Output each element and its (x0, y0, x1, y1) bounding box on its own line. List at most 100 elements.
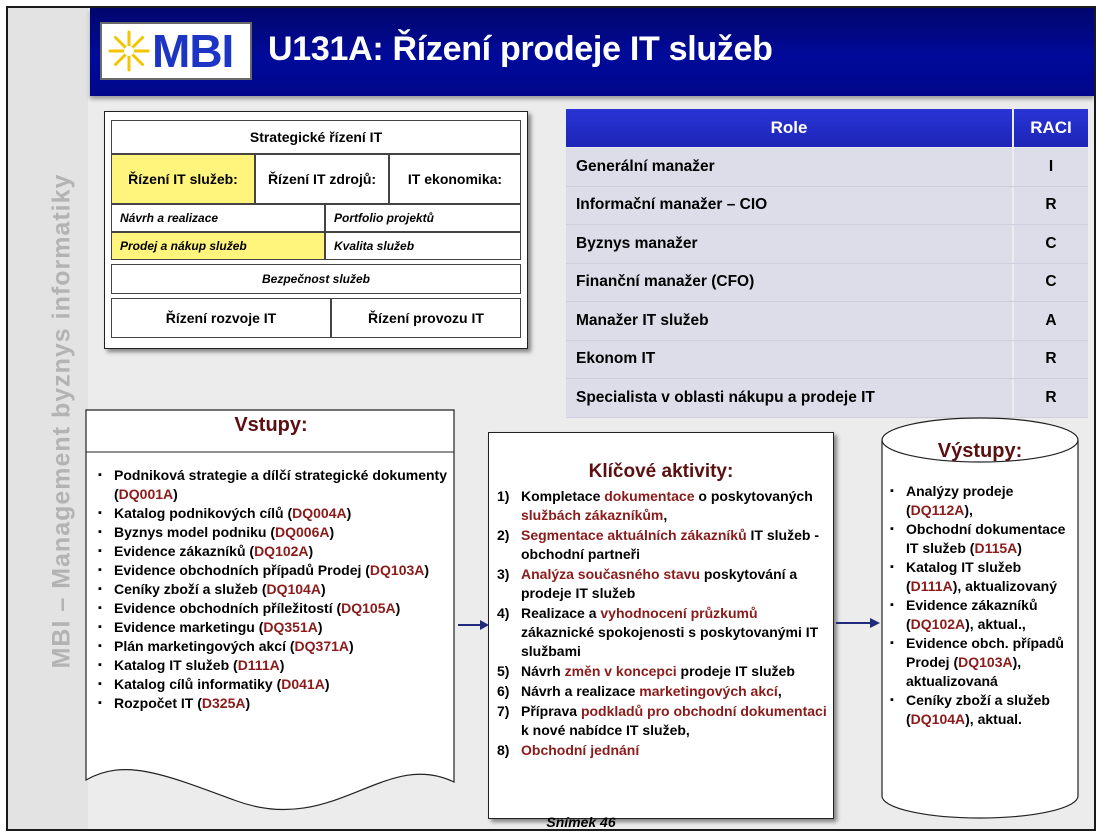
input-text: Rozpočet IT ( (114, 695, 202, 711)
input-end: ) (424, 562, 430, 578)
raci-header-raci: RACI (1014, 109, 1088, 147)
input-text: Ceníky zboží a služeb ( (114, 581, 267, 597)
input-end: ) (395, 600, 401, 616)
input-item: Podniková strategie a dílčí strategické … (98, 466, 448, 504)
activities-title: Klíčové aktivity: (588, 461, 734, 482)
raci-role: Generální manažer (566, 148, 1012, 186)
output-text: Obchodní dokumentace IT služeb ( (906, 521, 1066, 556)
fw-kvalita: Kvalita služeb (325, 232, 521, 260)
raci-header: Role RACI (566, 109, 1088, 147)
output-code: DQ103A (958, 654, 1013, 670)
input-text: Evidence marketingu ( (114, 619, 264, 635)
activity-text: poskytování a prodeje IT služeb (521, 566, 798, 601)
activity-number: 1) (497, 488, 510, 504)
input-end: ) (329, 524, 335, 540)
framework-box: Strategické řízení IT Řízení IT služeb: … (104, 111, 528, 349)
raci-role: Specialista v oblasti nákupu a prodeje I… (566, 379, 1012, 417)
activity-number: 8) (497, 742, 510, 758)
output-text: Evidence zákazníků ( (906, 597, 1038, 632)
outputs-box: Výstupy: Analýzy prodeje (DQ112A),Obchod… (880, 416, 1080, 820)
raci-value: I (1014, 148, 1088, 186)
input-item: Evidence obchodních příležitostí (DQ105A… (98, 599, 448, 618)
input-code: DQ006A (275, 524, 330, 540)
activities-list: 1)Kompletace dokumentace o poskytovaných… (497, 487, 831, 760)
input-code: DQ351A (263, 619, 318, 635)
activity-item: 1)Kompletace dokumentace o poskytovaných… (497, 487, 831, 525)
fw-provoz: Řízení provozu IT (331, 298, 521, 338)
input-text: Byznys model podniku ( (114, 524, 276, 540)
input-code: D041A (281, 676, 325, 692)
raci-row: Specialista v oblasti nákupu a prodeje I… (566, 379, 1088, 418)
activity-number: 3) (497, 566, 510, 582)
activity-text: Návrh a realizace (521, 683, 640, 699)
output-code: D111A (910, 578, 953, 594)
logo-text: MBI (152, 25, 234, 77)
activity-number: 5) (497, 663, 510, 679)
input-code: DQ105A (341, 600, 396, 616)
output-text: ), (964, 502, 973, 518)
activity-highlight: dokumentace (604, 488, 695, 504)
raci-role: Finanční manažer (CFO) (566, 263, 1012, 301)
input-end: ) (308, 543, 314, 559)
activity-text: k nové nabídce IT služeb, (521, 722, 690, 738)
fw-prodej: Prodej a nákup služeb (111, 232, 325, 260)
raci-role: Ekonom IT (566, 340, 1012, 378)
raci-value: R (1014, 379, 1088, 417)
activity-highlight: marketingových akcí (639, 683, 778, 699)
input-item: Katalog IT služeb (D111A) (98, 656, 448, 675)
input-item: Katalog cílů informatiky (D041A) (98, 675, 448, 694)
activity-text: IT služeb - obchodní partneři (521, 527, 819, 562)
slide: MBI – Management byznys informatiky MBI … (6, 6, 1096, 831)
raci-value: C (1014, 225, 1088, 263)
activity-item: 3) Analýza současného stavu poskytování a… (497, 565, 831, 603)
fw-rizeni-sluzeb: Řízení IT služeb: (111, 154, 255, 204)
sun-icon (108, 30, 150, 72)
activity-item: 6)Návrh a realizace marketingových akcí, (497, 682, 831, 701)
mbi-logo: MBI (100, 22, 252, 80)
inputs-title: Vstupy: (234, 414, 308, 436)
activity-highlight: Obchodní jednání (521, 742, 640, 758)
input-end: ) (245, 695, 251, 711)
output-text: ), aktual., (965, 616, 1026, 632)
input-code: DQ371A (294, 638, 349, 654)
activity-item: 2)Segmentace aktuálních zákazníků IT slu… (497, 526, 831, 564)
activity-number: 2) (497, 527, 510, 543)
input-code: DQ001A (118, 486, 174, 502)
output-code: D115A (974, 540, 1018, 556)
arrow-right-icon (458, 620, 489, 630)
input-code: DQ104A (266, 581, 321, 597)
activity-highlight: službách zákazníkům (521, 507, 664, 523)
input-end: ) (279, 657, 285, 673)
output-text: ), aktual. (965, 711, 1022, 727)
outputs-list: Analýzy prodeje (DQ112A),Obchodní dokume… (890, 482, 1074, 729)
activity-highlight: Analýza současného stavu (521, 566, 700, 582)
input-end: ) (317, 619, 323, 635)
output-text: Analýzy prodeje ( (906, 483, 1014, 518)
activity-item: 8) Obchodní jednání (497, 741, 831, 760)
activity-text: zákaznické spokojenosti s poskytovanými … (521, 624, 819, 659)
activity-item: 4)Realizace a vyhodnocení průzkumů zákaz… (497, 604, 831, 661)
activity-text: Návrh (521, 663, 565, 679)
input-code: DQ102A (254, 543, 309, 559)
output-item: Obchodní dokumentace IT služeb (D115A) (890, 520, 1074, 558)
raci-role: Manažer IT služeb (566, 302, 1012, 340)
activity-highlight: podkladů pro obchodní dokumentaci (580, 703, 827, 719)
output-text: Ceníky zboží a služeb ( (906, 692, 1050, 727)
raci-header-role: Role (566, 109, 1012, 147)
page-title: U131A: Řízení prodeje IT služeb (268, 30, 773, 68)
activity-text: o poskytovaných (694, 488, 813, 504)
fw-bezpecnost: Bezpečnost služeb (111, 264, 521, 294)
output-text: Katalog IT služeb ( (906, 559, 1022, 594)
input-item: Rozpočet IT (D325A) (98, 694, 448, 713)
output-item: Evidence zákazníků (DQ102A), aktual., (890, 596, 1074, 634)
raci-role: Informační manažer – CIO (566, 186, 1012, 224)
activity-number: 6) (497, 683, 510, 699)
fw-it-ekonomika: IT ekonomika: (389, 154, 521, 204)
input-text: Evidence zákazníků ( (114, 543, 255, 559)
activity-text: Příprava (521, 703, 581, 719)
input-item: Plán marketingových akcí (DQ371A) (98, 637, 448, 656)
